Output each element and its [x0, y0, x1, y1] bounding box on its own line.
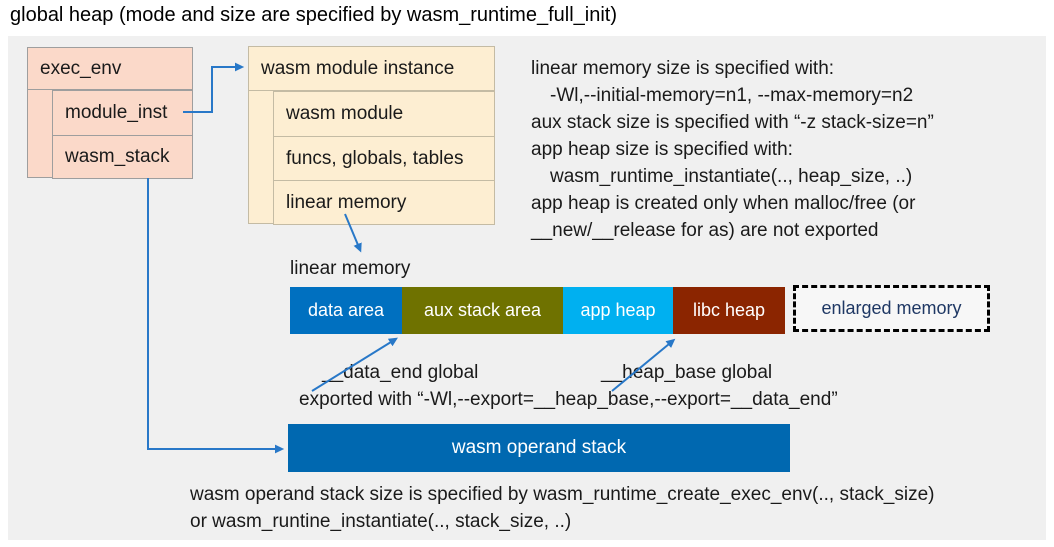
- note-line: app heap is created only when malloc/fre…: [531, 193, 916, 214]
- module-instance-box: wasm module instance wasm module funcs, …: [248, 46, 495, 225]
- diagram-title: global heap (mode and size are specified…: [10, 4, 617, 26]
- linear-memory-label: linear memory: [290, 258, 411, 279]
- module-instance-row-funcs-globals-tables: funcs, globals, tables: [273, 136, 495, 181]
- segment-libc-heap: libc heap: [673, 287, 785, 334]
- segment-app-heap: app heap: [563, 287, 673, 334]
- segment-aux-stack-area: aux stack area: [402, 287, 563, 334]
- exec-env-title: exec_env: [28, 48, 192, 90]
- note-line: __new/__release for as) are not exported: [531, 220, 879, 241]
- segment-data-area: data area: [290, 287, 402, 334]
- linear-memory-notes: linear memory size is specified with: -W…: [531, 55, 934, 244]
- note-line: aux stack size is specified with “-z sta…: [531, 112, 934, 133]
- note-line: wasm_runtime_instantiate(.., heap_size, …: [550, 166, 913, 187]
- module-instance-row-linear-memory: linear memory: [273, 180, 495, 225]
- segment-enlarged-memory: enlarged memory: [793, 285, 990, 332]
- note-line: wasm operand stack size is specified by …: [190, 484, 935, 505]
- exec-env-row-module-inst: module_inst: [52, 90, 193, 136]
- note-line: or wasm_runtine_instantiate(.., stack_si…: [190, 511, 572, 532]
- exec-env-box: exec_env module_inst wasm_stack: [27, 47, 193, 179]
- wasm-operand-stack-bar: wasm operand stack: [288, 424, 790, 472]
- data-end-global-label: __data_end global: [322, 362, 479, 383]
- module-instance-title: wasm module instance: [249, 47, 494, 91]
- module-instance-row-wasm-module: wasm module: [273, 91, 495, 137]
- note-line: linear memory size is specified with:: [531, 58, 835, 79]
- heap-base-global-label: __heap_base global: [601, 362, 773, 383]
- operand-stack-notes: wasm operand stack size is specified by …: [190, 481, 935, 535]
- note-line: -Wl,--initial-memory=n1, --max-memory=n2: [550, 85, 914, 106]
- exec-env-row-wasm-stack: wasm_stack: [52, 135, 193, 179]
- linear-memory-bar: data area aux stack area app heap libc h…: [290, 285, 990, 334]
- note-line: app heap size is specified with:: [531, 139, 793, 160]
- export-flags-note: exported with “-Wl,--export=__heap_base,…: [299, 389, 838, 410]
